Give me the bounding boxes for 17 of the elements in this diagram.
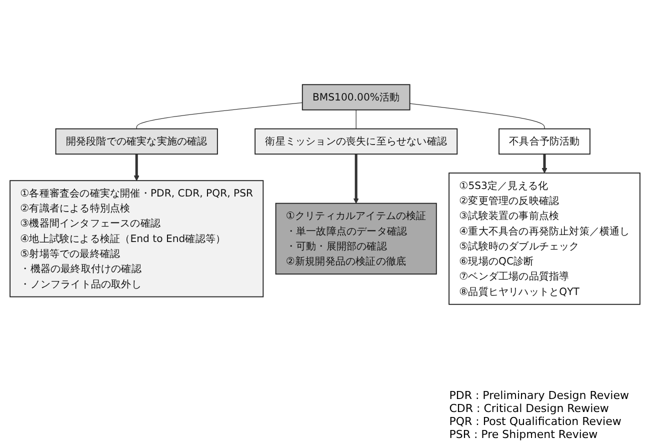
arrow [133,154,139,181]
node-box: 衛星ミッションの喪失に至らせない確認 [254,128,458,155]
node-box: 開発段階での確実な実施の確認 [54,128,218,155]
arrow [541,154,547,174]
node-box: ①5S3定／見える化 ②変更管理の反映確認 ③試験装置の事前点検 ④重大不具合の再発防止対策／横通し ⑤試験時のダブルチェック ⑥現場のQC診断 ⑦ベンダ工場の品質指導 ⑧品質ヒヤリハットとQYT [448,172,640,305]
abbreviation-note: PSR : Pre Shipment Review [449,428,599,441]
node-box: ①クリティカルアイテムの検証 ・単一故障点のデータ確認 ・可動・展開部の確認 ②新規開発品の検証の徹底 [274,202,436,275]
abbreviation-note: PDR : Preliminary Design Review [449,389,629,402]
connector [136,102,302,130]
arrow [352,154,358,204]
abbreviation-note: CDR : Critical Design Rewiew [449,402,610,415]
node-box: ①各種審査会の確実な開催・PDR, CDR, PQR, PSR ②有識者による特別点検 ③機器間インタフェースの確認 ④地上試験による検証（End to End確認等） ⑤射場等での最終確認 ・機器の最終取付けの確認 ・ノンフライト品の取外し [9,180,264,298]
connector [355,110,356,130]
node-box: BMS100.00%活動 [301,84,410,110]
connector [409,103,544,130]
node-box: 不具合予防活動 [498,128,590,155]
abbreviation-note: PQR : Post Qualification Review [449,415,622,428]
